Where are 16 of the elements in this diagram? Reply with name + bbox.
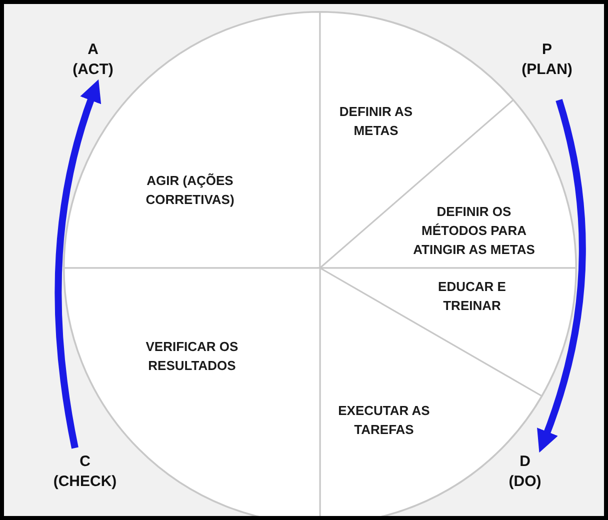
segment-label: VERIFICAR OS RESULTADOS <box>144 338 240 375</box>
segment-label: EDUCAR E TREINAR <box>437 278 507 315</box>
segment-label: DEFINIR OS MÉTODOS PARA ATINGIR AS METAS <box>412 202 536 258</box>
phase-label: (PLAN) <box>520 60 574 80</box>
segment-label: EXECUTAR AS TAREFAS <box>337 402 431 439</box>
cycle-arrow <box>54 79 102 449</box>
phase-label: P <box>540 40 553 60</box>
phase-label: (CHECK) <box>52 472 118 492</box>
segment-label: DEFINIR AS METAS <box>338 103 414 140</box>
phase-label: D <box>518 452 532 472</box>
segment-label: AGIR (AÇÕES CORRETIVAS) <box>144 172 236 209</box>
cycle-arrow <box>536 99 586 453</box>
phase-label: (DO) <box>508 472 542 492</box>
phase-label: A <box>86 40 100 60</box>
phase-label: (ACT) <box>72 60 114 80</box>
phase-label: C <box>78 452 92 472</box>
